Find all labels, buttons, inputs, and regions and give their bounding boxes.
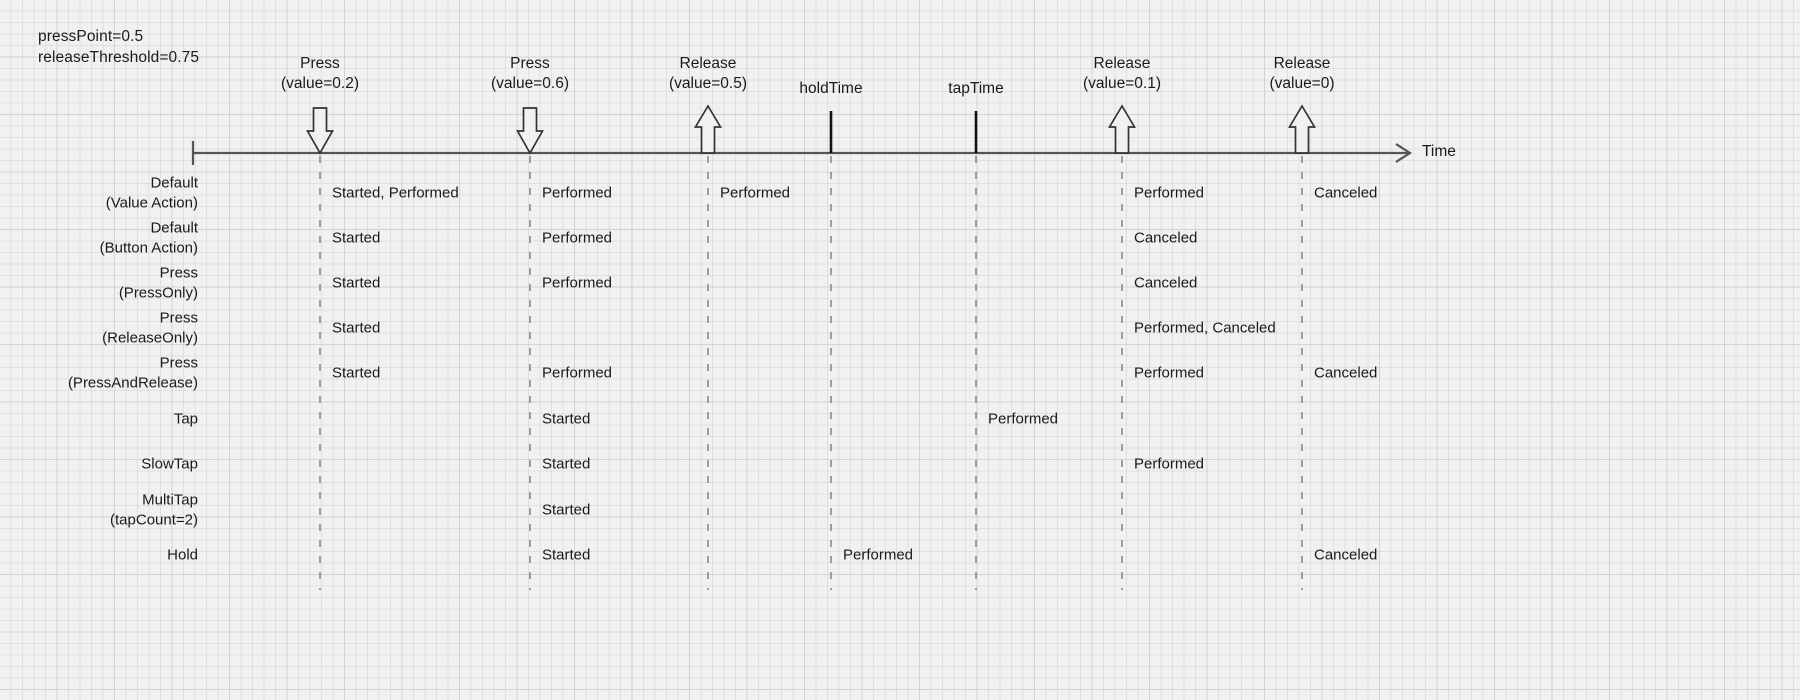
phase-cell: Started: [542, 546, 591, 564]
phase-cell: Canceled: [1134, 229, 1198, 247]
phase-cell: Performed: [988, 410, 1059, 428]
row-label-7: MultiTap (tapCount=2): [110, 491, 198, 529]
phase-cell: Started: [332, 229, 381, 247]
row-label-8: Hold: [167, 546, 198, 564]
phase-cell: Performed: [542, 184, 613, 202]
phase-cell: Started: [542, 501, 591, 519]
phase-cell: Performed: [1134, 455, 1205, 473]
event-markers: [306, 104, 1316, 155]
phase-cell: Started, Performed: [332, 184, 459, 202]
phase-cell: Started: [332, 364, 381, 382]
row-label-2: Press (PressOnly): [118, 264, 198, 302]
phase-cell: Performed: [720, 184, 791, 202]
row-label-6: SlowTap: [141, 455, 198, 473]
phase-cell: Canceled: [1314, 184, 1378, 202]
marker-label-release3: Release (value=0): [1269, 55, 1335, 92]
marker-label-press1: Press (value=0.2): [281, 55, 359, 92]
row-label-1: Default (Button Action): [99, 219, 198, 257]
phase-cell: Started: [332, 274, 381, 292]
phase-cell: Performed: [542, 364, 613, 382]
row-label-0: Default (Value Action): [105, 174, 198, 212]
marker-label-press2: Press (value=0.6): [491, 55, 569, 92]
phase-cell: Started: [542, 410, 591, 428]
phase-cell: Performed: [1134, 184, 1205, 202]
parameter-notes: pressPoint=0.5 releaseThreshold=0.75: [38, 28, 200, 66]
phase-cell: Performed: [843, 546, 914, 564]
time-axis: [191, 141, 1413, 165]
phase-cell: Performed: [1134, 364, 1205, 382]
phase-cell: Performed: [542, 274, 613, 292]
phase-cell: Canceled: [1314, 364, 1378, 382]
phase-cell: Started: [332, 319, 381, 337]
phase-cell: Started: [542, 455, 591, 473]
marker-label-release2: Release (value=0.1): [1083, 55, 1161, 92]
marker-label-taptime: tapTime: [948, 80, 1004, 97]
phase-cell: Canceled: [1314, 546, 1378, 564]
marker-label-holdtime: holdTime: [799, 80, 863, 97]
row-label-3: Press (ReleaseOnly): [102, 309, 198, 347]
marker-label-release1: Release (value=0.5): [669, 55, 747, 92]
phase-cell: Performed, Canceled: [1134, 319, 1276, 337]
phase-cell: Canceled: [1134, 274, 1198, 292]
row-label-5: Tap: [173, 410, 198, 428]
row-label-4: Press (PressAndRelease): [67, 354, 198, 392]
phase-cell: Performed: [542, 229, 613, 247]
time-axis-label: Time: [1422, 143, 1456, 160]
